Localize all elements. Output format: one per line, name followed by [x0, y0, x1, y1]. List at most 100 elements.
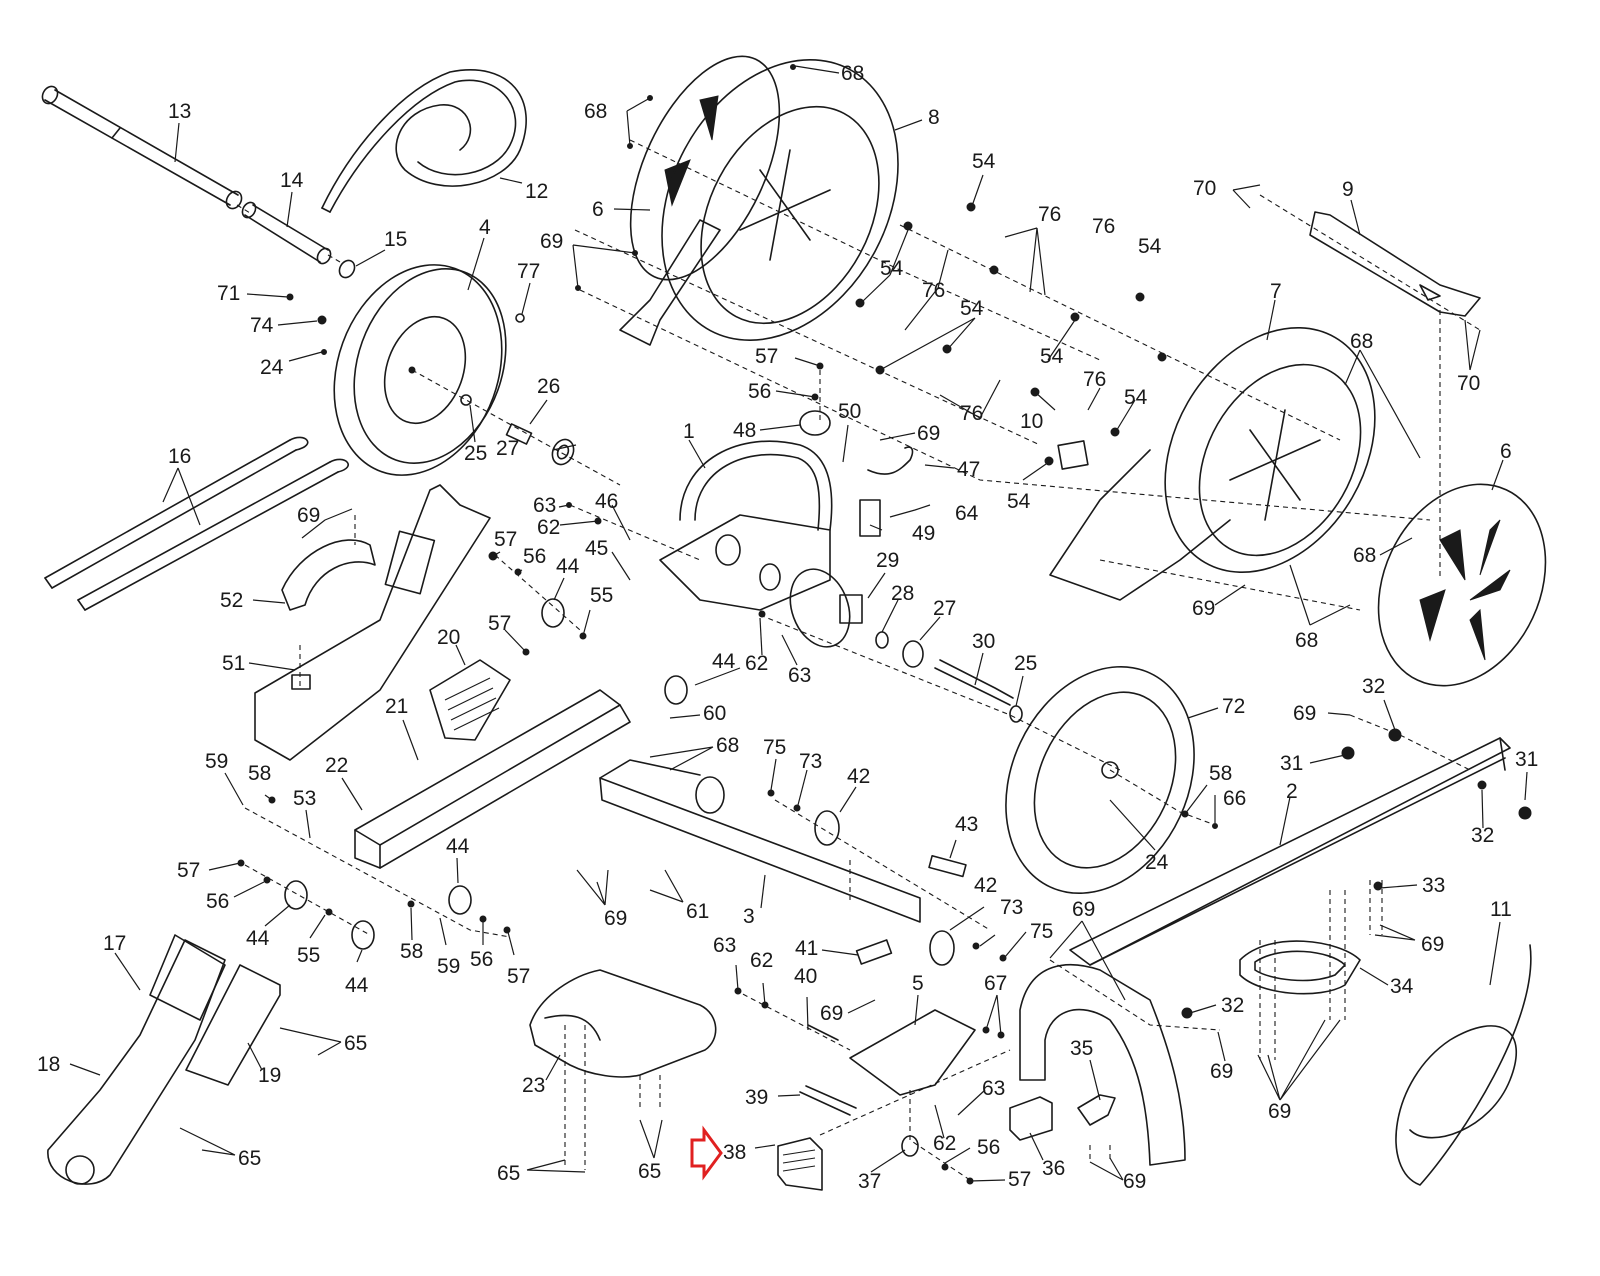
callout-3: 3	[743, 905, 755, 928]
callout-24: 24	[1145, 851, 1169, 874]
part-14-grip	[241, 201, 332, 265]
callout-11: 11	[1490, 898, 1512, 921]
callout-69: 69	[1421, 933, 1444, 956]
callout-15: 15	[384, 228, 407, 251]
callout-27: 27	[933, 597, 956, 620]
callout-31: 31	[1280, 752, 1303, 775]
callout-69: 69	[1072, 898, 1095, 921]
callout-34: 34	[1390, 975, 1414, 998]
callout-44: 44	[556, 555, 580, 578]
part-3-seat-rail	[599, 759, 921, 923]
callout-76: 76	[1092, 215, 1115, 238]
callout-25: 25	[1014, 652, 1037, 675]
callout-17: 17	[103, 932, 126, 955]
part-20-pedal	[429, 659, 511, 741]
part-77-fastener	[515, 313, 525, 323]
callout-41: 41	[795, 937, 818, 960]
part-5-plate	[849, 1009, 976, 1096]
part-41-stop	[855, 939, 893, 965]
callout-19: 19	[258, 1064, 281, 1087]
part-48-pulley	[799, 410, 831, 436]
part-12-strap	[321, 69, 527, 213]
callout-23: 23	[522, 1074, 545, 1097]
callout-59: 59	[437, 955, 460, 978]
callout-64: 64	[955, 502, 979, 525]
callout-63: 63	[982, 1077, 1005, 1100]
callout-63: 63	[533, 494, 556, 517]
callout-1: 1	[683, 420, 695, 443]
callout-44: 44	[345, 974, 369, 997]
part-27-bearing-2	[902, 640, 924, 668]
callout-38: 38	[723, 1141, 746, 1164]
callout-33: 33	[1422, 874, 1445, 897]
callout-4: 4	[479, 216, 491, 239]
part-23-seat	[529, 969, 717, 1078]
callout-21: 21	[385, 695, 408, 718]
callout-62: 62	[537, 516, 560, 539]
callout-71: 71	[217, 282, 240, 305]
callout-56: 56	[748, 380, 771, 403]
callout-56: 56	[206, 890, 229, 913]
part-34-pad	[1239, 940, 1361, 995]
callout-65: 65	[238, 1147, 261, 1170]
callout-36: 36	[1042, 1157, 1065, 1180]
callout-39: 39	[745, 1086, 768, 1109]
callout-54: 54	[1040, 345, 1064, 368]
callout-46: 46	[595, 490, 618, 513]
callout-69: 69	[1210, 1060, 1233, 1083]
callout-69: 69	[1123, 1170, 1146, 1193]
callout-57: 57	[494, 528, 517, 551]
callout-28: 28	[891, 582, 914, 605]
callout-57: 57	[1008, 1168, 1031, 1191]
callout-76: 76	[922, 279, 945, 302]
callout-77: 77	[517, 260, 540, 283]
part-11-cable	[1395, 944, 1532, 1186]
callout-44: 44	[446, 835, 470, 858]
part-52-cover	[281, 539, 376, 611]
part-6-front-cover	[629, 55, 781, 281]
callout-68: 68	[841, 62, 864, 85]
callout-30: 30	[972, 630, 995, 653]
part-28-washer	[875, 631, 889, 649]
callout-75: 75	[763, 736, 786, 759]
callout-42: 42	[847, 765, 870, 788]
callout-24: 24	[260, 356, 284, 379]
callout-69: 69	[1268, 1100, 1291, 1123]
callout-45: 45	[585, 537, 608, 560]
callout-22: 22	[325, 754, 348, 777]
callout-50: 50	[838, 400, 861, 423]
part-17-pedal	[149, 934, 226, 1021]
callout-40: 40	[794, 965, 817, 988]
callout-54: 54	[972, 150, 996, 173]
callout-35: 35	[1070, 1037, 1093, 1060]
callout-5: 5	[912, 972, 924, 995]
part-42-roller-2	[929, 930, 955, 966]
callout-76: 76	[1083, 368, 1106, 391]
part-44-wheel-2	[664, 675, 688, 705]
assembly-guide-lines	[236, 139, 1481, 1181]
callout-55: 55	[590, 584, 613, 607]
callout-69: 69	[1293, 702, 1316, 725]
callout-42: 42	[974, 874, 997, 897]
part-18-pedal-arm	[47, 939, 226, 1185]
callout-44: 44	[712, 650, 736, 673]
callout-16: 16	[168, 445, 191, 468]
callout-69: 69	[1192, 597, 1215, 620]
callout-66: 66	[1223, 787, 1246, 810]
callout-32: 32	[1221, 994, 1244, 1017]
callout-75: 75	[1030, 920, 1053, 943]
callout-58: 58	[248, 762, 271, 785]
callout-27: 27	[496, 437, 519, 460]
callout-63: 63	[788, 664, 811, 687]
callout-7: 7	[1270, 280, 1282, 303]
callout-32: 32	[1471, 824, 1494, 847]
callout-18: 18	[37, 1053, 60, 1076]
callout-20: 20	[437, 626, 460, 649]
callout-37: 37	[858, 1170, 881, 1193]
callout-43: 43	[955, 813, 978, 836]
callout-48: 48	[733, 419, 756, 442]
callout-57: 57	[488, 612, 511, 635]
callout-47: 47	[957, 458, 980, 481]
callout-56: 56	[523, 545, 546, 568]
callout-54: 54	[1124, 386, 1148, 409]
